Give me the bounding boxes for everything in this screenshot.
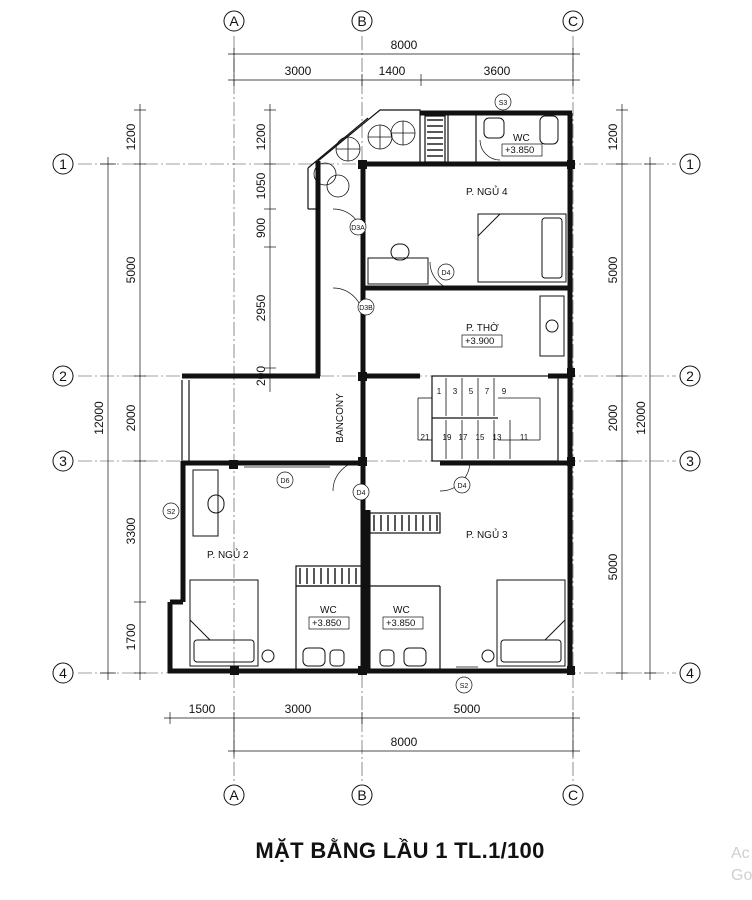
dim-top-seg-1: 3000 bbox=[285, 64, 312, 78]
dimension-lines bbox=[100, 48, 656, 757]
stair-step-5: 5 bbox=[469, 387, 474, 396]
stair-step-13: 13 bbox=[493, 433, 502, 442]
room-label-balcony: BANCONY bbox=[335, 393, 346, 443]
room-label-wc-right: WC bbox=[393, 605, 410, 616]
dim-left-seg-2: 5000 bbox=[124, 256, 138, 283]
stair-step-1: 1 bbox=[437, 387, 442, 396]
axis-label-1-right: 1 bbox=[686, 156, 694, 172]
walls bbox=[167, 110, 573, 674]
tag-d3a: D3A bbox=[351, 225, 365, 232]
dim-left-seg-3: 2000 bbox=[124, 404, 138, 431]
stair-step-9: 9 bbox=[502, 387, 507, 396]
level-box bbox=[501, 143, 543, 157]
tag-d6: D6 bbox=[281, 478, 290, 485]
axis-label-4-right: 4 bbox=[686, 665, 694, 681]
door-swings bbox=[244, 139, 548, 668]
dim-inner-seg-3: 900 bbox=[254, 218, 268, 238]
dim-right-overall: 12000 bbox=[634, 401, 648, 435]
axis-label-b: B bbox=[357, 13, 366, 29]
room-label-wc-top: WC bbox=[513, 133, 530, 144]
watermark-line-1: Ac bbox=[731, 845, 750, 862]
dim-top-overall: 8000 bbox=[391, 38, 418, 52]
tag-d4-bed2: D4 bbox=[357, 490, 366, 497]
room-label-bed3: P. NGỦ 3 bbox=[466, 528, 508, 541]
stair-step-19: 19 bbox=[443, 433, 452, 442]
stair-treads bbox=[417, 378, 541, 459]
tag-s2-bottom: S2 bbox=[460, 683, 469, 690]
stair-step-11: 11 bbox=[520, 433, 529, 442]
stair-step-7: 7 bbox=[485, 387, 490, 396]
axis-label-3: 3 bbox=[59, 453, 67, 469]
wardrobe-hatch bbox=[299, 119, 443, 584]
axis-label-2-right: 2 bbox=[686, 368, 694, 384]
room-label-bed2: P. NGỦ 2 bbox=[207, 548, 249, 561]
tag-d4-bed4: D4 bbox=[442, 270, 451, 277]
dim-top-seg-2: 1400 bbox=[379, 64, 406, 78]
axis-label-c: C bbox=[568, 13, 578, 29]
dim-top-seg-3: 3600 bbox=[484, 64, 511, 78]
stair-step-21: 21 bbox=[421, 433, 430, 442]
tag-s2-left: S2 bbox=[167, 509, 176, 516]
axis-label-1: 1 bbox=[59, 156, 67, 172]
altar-icon bbox=[539, 295, 565, 357]
axis-label-b-bottom: B bbox=[357, 787, 366, 803]
axis-label-4: 4 bbox=[59, 665, 67, 681]
dim-inner-seg-2: 1050 bbox=[254, 172, 268, 199]
level-box bbox=[382, 616, 424, 630]
dim-right-seg-3: 2000 bbox=[606, 404, 620, 431]
stair-step-3: 3 bbox=[453, 387, 458, 396]
dim-left-overall: 12000 bbox=[92, 401, 106, 435]
desk-icon bbox=[192, 243, 429, 537]
level-box bbox=[308, 616, 350, 630]
dim-right-seg-4: 5000 bbox=[606, 553, 620, 580]
toilet-icon bbox=[261, 115, 559, 667]
bed-icon bbox=[189, 579, 259, 667]
watermark: Ac Go bbox=[731, 843, 752, 887]
room-label-wc-left: WC bbox=[320, 605, 337, 616]
dim-left-seg-1: 1200 bbox=[124, 123, 138, 150]
axis-bubbles bbox=[52, 10, 701, 806]
tag-d4-bed3: D4 bbox=[458, 483, 467, 490]
drawing-title: MẶT BẰNG LẦU 1 TL.1/100 bbox=[255, 838, 545, 863]
level-worship: +3.900 bbox=[465, 336, 494, 347]
dim-left-seg-5: 1700 bbox=[124, 623, 138, 650]
dim-right-seg-2: 5000 bbox=[606, 256, 620, 283]
axis-label-a-bottom: A bbox=[229, 787, 239, 803]
axis-label-c-bottom: C bbox=[568, 787, 578, 803]
plant-icon bbox=[313, 120, 416, 198]
room-label-worship: P. THỜ bbox=[466, 321, 499, 334]
axis-label-a: A bbox=[229, 13, 239, 29]
axis-label-2: 2 bbox=[59, 368, 67, 384]
level-wc-top: +3.850 bbox=[505, 145, 534, 156]
dim-inner-seg-1: 1200 bbox=[254, 123, 268, 150]
room-label-bed4: P. NGỦ 4 bbox=[466, 185, 508, 198]
level-wc-left: +3.850 bbox=[312, 618, 341, 629]
tag-s3: S3 bbox=[499, 100, 508, 107]
columns bbox=[229, 160, 575, 675]
dim-left-seg-4: 3300 bbox=[124, 517, 138, 544]
axis-label-3-right: 3 bbox=[686, 453, 694, 469]
dim-bottom-seg-3: 5000 bbox=[454, 702, 481, 716]
stair-step-15: 15 bbox=[476, 433, 485, 442]
tag-d3b: D3B bbox=[359, 305, 373, 312]
bed-icon bbox=[477, 213, 567, 283]
dim-inner-seg-5: 200 bbox=[254, 366, 268, 386]
level-wc-right: +3.850 bbox=[386, 618, 415, 629]
dim-right-seg-1: 1200 bbox=[606, 123, 620, 150]
dim-bottom-seg-1: 1500 bbox=[189, 702, 216, 716]
watermark-line-2: Go bbox=[731, 867, 752, 884]
dim-bottom-seg-2: 3000 bbox=[285, 702, 312, 716]
level-box bbox=[461, 334, 503, 348]
bed-icon bbox=[496, 579, 566, 667]
dim-inner-seg-4: 2950 bbox=[254, 294, 268, 321]
stair-step-17: 17 bbox=[459, 433, 468, 442]
dim-bottom-overall: 8000 bbox=[391, 735, 418, 749]
